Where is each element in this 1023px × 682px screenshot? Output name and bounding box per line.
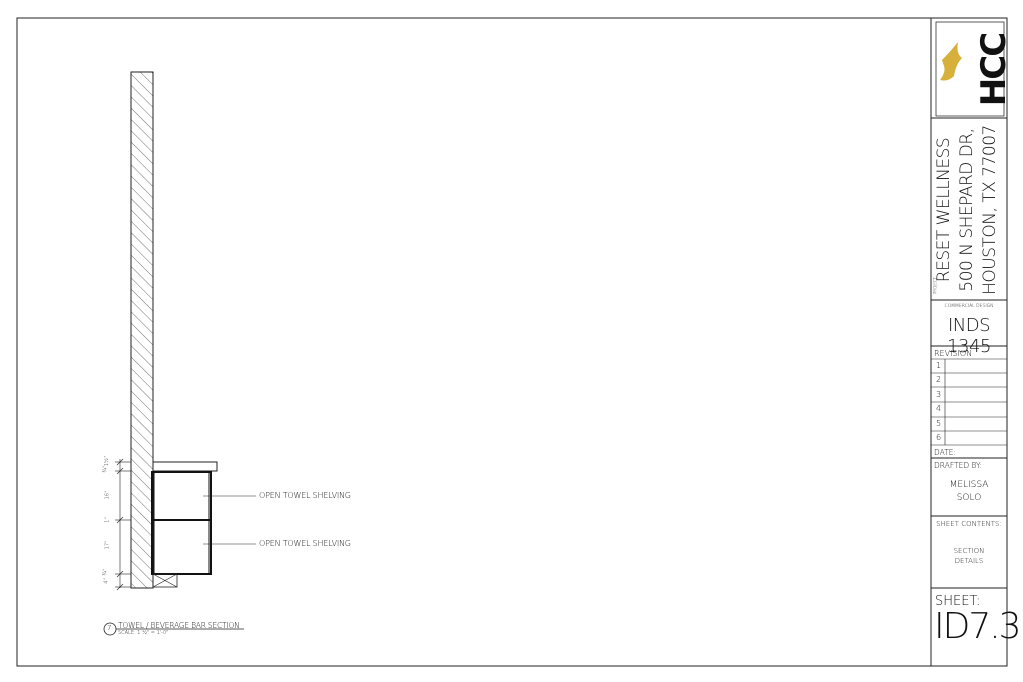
sheet-label: SHEET: <box>935 594 981 609</box>
dimension-text: 17" <box>104 540 111 550</box>
revision-row: 5 <box>936 419 942 428</box>
dimension-text: ¾" <box>102 568 109 576</box>
sheet-contents-line2: DETAILS <box>954 557 984 565</box>
course-caption: COMMERCIAL DESIGN <box>944 304 994 309</box>
detail-callout-number: 7 <box>107 624 112 632</box>
dimension-text: 4" <box>103 578 110 584</box>
countertop <box>152 461 218 472</box>
revision-row: 4 <box>936 404 942 413</box>
dimension-text: 16" <box>104 490 111 500</box>
sheet-contents-line1: SECTION <box>953 547 985 555</box>
logo-frame <box>935 21 1005 117</box>
drafted-by-label: DRAFTED BY: <box>934 461 983 470</box>
drawing-scale: SCALE: 1 ½" = 1'-0" <box>118 630 169 636</box>
logo-bird-icon <box>940 42 962 81</box>
course-code: INDS 1345 <box>947 315 991 357</box>
project-address-line2: HOUSTON, TX 77007 <box>980 125 1000 295</box>
dimension-text: ¾" <box>102 465 109 473</box>
project-name: RESET WELLNESS <box>934 137 954 283</box>
revision-row: 2 <box>936 375 942 384</box>
sheet-number: ID7.3 <box>934 606 1022 647</box>
revision-row: 6 <box>936 433 942 442</box>
logo-wordmark: HCC <box>974 33 1014 107</box>
date-label: DATE: <box>934 448 957 457</box>
drafter-name-line1: MELISSA <box>949 480 989 490</box>
revision-row: 3 <box>936 390 942 399</box>
revision-label: REVISION <box>934 349 973 358</box>
project-address-line1: 500 N SHEPARD DR, <box>957 128 977 292</box>
dimension-text: 1" <box>104 517 111 523</box>
drawing-title: TOWEL / BEVERAGE BAR SECTION <box>118 621 240 630</box>
cabinet-lower-box <box>151 519 212 575</box>
drafter-name-line2: SOLO <box>956 493 982 503</box>
annotation-shelving-2: OPEN TOWEL SHELVING <box>259 539 351 548</box>
revision-row: 1 <box>936 361 942 370</box>
annotation-shelving-1: OPEN TOWEL SHELVING <box>259 491 351 500</box>
sheet-border <box>16 17 1008 667</box>
toe-kick <box>152 573 178 588</box>
cabinet-upper-box <box>151 471 212 521</box>
wall-section <box>130 71 154 589</box>
sheet-contents-label: SHEET CONTENTS: <box>936 520 1002 528</box>
